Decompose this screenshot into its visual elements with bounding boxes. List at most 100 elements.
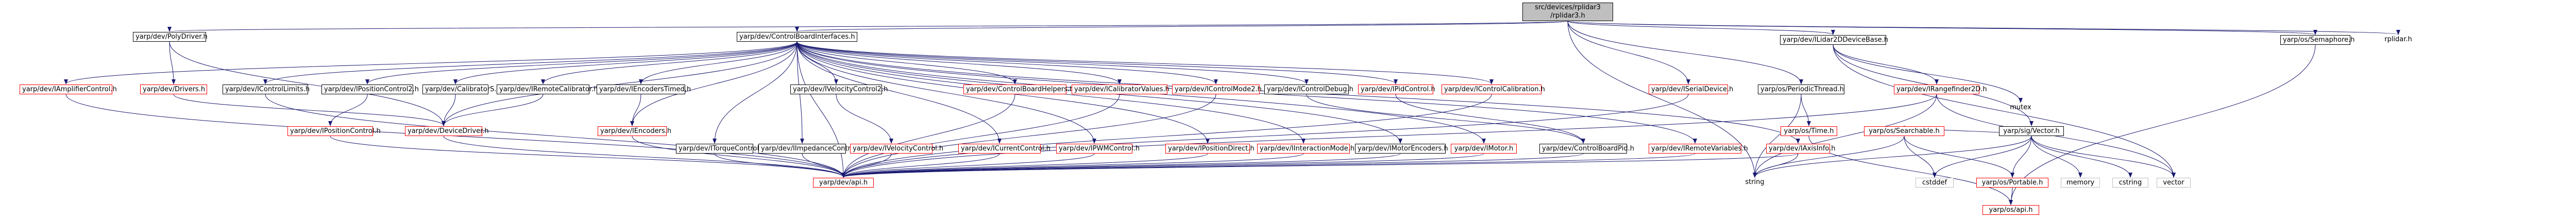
edge-imotor-vocab xyxy=(841,153,1484,178)
node-lidar2[interactable]: yarp/dev/ILidar2DDeviceBase.h xyxy=(1780,35,1888,45)
node-string[interactable]: string xyxy=(1745,178,1765,186)
node-motorenc[interactable]: yarp/dev/IMotorEncoders.h xyxy=(1355,144,1448,154)
node-vector[interactable]: vector xyxy=(2157,178,2191,188)
edge-controllimits-vocab xyxy=(265,94,845,178)
node-calibrator[interactable]: yarp/dev/CalibratorS.h xyxy=(422,85,501,94)
node-memory[interactable]: memory xyxy=(2061,178,2100,188)
root-label-line1: src/devices/rplidar3 xyxy=(1535,4,1601,11)
edge-sigvector-cstddef xyxy=(1933,136,2032,178)
node-current[interactable]: yarp/dev/ICurrentControl.h xyxy=(958,144,1050,154)
edge-motorenc-vocab xyxy=(841,153,1401,178)
edge-root-string xyxy=(1567,21,1757,178)
node-ctrlcalib[interactable]: yarp/dev/IControlCalibration.h xyxy=(1442,85,1545,94)
edge-cbpid-vocab xyxy=(841,153,1584,178)
node-intmode[interactable]: yarp/dev/IInteractionMode.h xyxy=(1257,144,1354,154)
node-periodic[interactable]: yarp/os/PeriodicThread.h xyxy=(1758,85,1844,94)
node-velcontrol[interactable]: yarp/dev/IVelocityControl.h xyxy=(850,144,943,154)
edge-searchable-string xyxy=(1753,136,1905,178)
edge-cbi-iencoders xyxy=(630,41,798,126)
edge-idrivers-devicedriver xyxy=(173,94,446,126)
node-cbi[interactable]: yarp/dev/ControlBoardInterfaces.h xyxy=(737,32,857,42)
node-devicedriver[interactable]: yarp/dev/DeviceDriver.h xyxy=(405,126,489,136)
node-iencoders[interactable]: yarp/dev/IEncoders.h xyxy=(598,126,671,136)
node-ctrlmode2[interactable]: yarp/dev/IControlMode2.h xyxy=(1172,85,1262,94)
edge-cbi-pidctrl xyxy=(796,41,1398,85)
node-ctrldebug[interactable]: yarp/dev/IControlDebug.h xyxy=(1264,85,1353,94)
node-cstddef[interactable]: cstddef xyxy=(1916,178,1954,188)
node-pwm[interactable]: yarp/dev/IPWMControl.h xyxy=(1056,144,1140,154)
node-posdirect[interactable]: yarp/dev/IPositionDirect.h xyxy=(1165,144,1255,154)
edge-lidar2-range2d xyxy=(1833,44,1939,85)
edge-poscontrol-vocab xyxy=(330,136,845,178)
edge-current-vocab xyxy=(841,153,1000,178)
edge-periodic-string xyxy=(1753,94,1802,178)
edge-cbi-enctimed xyxy=(639,41,798,85)
node-axisinfo[interactable]: yarp/dev/IAxisInfo.h xyxy=(1766,144,1836,154)
node-searchable[interactable]: yarp/os/Searchable.h xyxy=(1864,126,1944,136)
edge-iencoders-vocab xyxy=(632,136,845,178)
node-pidctrl[interactable]: yarp/dev/IPidControl.h xyxy=(1358,85,1435,94)
edge-sigvector-string xyxy=(1753,136,2032,178)
node-calvalues[interactable]: yarp/dev/ICalibratorValues.h xyxy=(1072,85,1170,94)
node-polydriver[interactable]: yarp/dev/PolyDriver.h xyxy=(133,32,208,42)
edge-polydriver-devicedriver xyxy=(169,41,446,126)
node-root[interactable]: src/devices/rplidar3 /rplidar3.h xyxy=(1522,3,1613,21)
node-impedance[interactable]: yarp/dev/IImpedanceControl.h xyxy=(758,144,863,154)
node-torque[interactable]: yarp/dev/ITorqueControl.h xyxy=(676,144,765,154)
node-idrivers[interactable]: yarp/dev/Drivers.h xyxy=(140,85,207,94)
edge-cbi-amplifier xyxy=(64,41,798,85)
node-ostime[interactable]: yarp/os/Time.h xyxy=(1781,126,1837,136)
edge-cbi-remotecal xyxy=(541,41,798,85)
edge-searchable-portable xyxy=(1904,136,2014,178)
edge-cbi-cbhelpers xyxy=(796,41,1017,85)
node-cbpid[interactable]: yarp/dev/ControlBoardPid.h xyxy=(1539,144,1634,154)
edge-calvalues-vocab xyxy=(841,94,1120,178)
node-vocab[interactable]: yarp/dev/api.h xyxy=(813,178,874,188)
node-cstring[interactable]: cstring xyxy=(2112,178,2148,188)
node-portable[interactable]: yarp/os/Portable.h xyxy=(1976,178,2048,188)
edge-posdirect-vocab xyxy=(841,153,1208,178)
node-rplidar[interactable]: rplidar.h xyxy=(2384,36,2412,43)
node-sigvector[interactable]: yarp/sig/Vector.h xyxy=(1999,126,2064,136)
edge-searchable-cstddef xyxy=(1904,136,1937,178)
edge-axisinfo-vocab xyxy=(841,153,1799,178)
edge-remotecal-devicedriver xyxy=(442,94,544,126)
node-remotecal[interactable]: yarp/dev/IRemoteCalibrator.h xyxy=(497,85,598,94)
edge-cbi-calibrator xyxy=(453,41,798,85)
edge-ostime-osapi xyxy=(1808,136,2013,205)
node-amplifier[interactable]: yarp/dev/IAmplifierControl.h xyxy=(20,85,117,94)
edge-intmode-vocab xyxy=(841,153,1304,178)
edge-cbi-vocab xyxy=(796,41,845,178)
node-remotevars[interactable]: yarp/dev/IRemoteVariables.h xyxy=(1649,144,1748,154)
edge-serial-vocab xyxy=(841,94,1689,178)
edge-cbi-posctrl2 xyxy=(365,41,798,85)
edge-range2d-string xyxy=(1753,94,1937,178)
node-cbhelpers[interactable]: yarp/dev/ControlBoardHelpers.h xyxy=(963,85,1074,94)
node-poscontrol[interactable]: yarp/dev/IPositionControl.h xyxy=(287,126,381,136)
edge-pidctrl-cbpid xyxy=(1395,94,1585,144)
node-serial[interactable]: yarp/dev/ISerialDevice.h xyxy=(1649,85,1733,94)
edge-cbi-ctrlcalib xyxy=(796,41,1494,85)
node-posctrl2[interactable]: yarp/dev/IPositionControl2.h xyxy=(321,85,419,94)
edge-portable-osapi xyxy=(2009,187,2013,205)
edge-cbi-pwm xyxy=(796,41,1096,144)
node-imotor[interactable]: yarp/dev/IMotor.h xyxy=(1451,144,1517,154)
edge-pwm-vocab xyxy=(841,153,1095,178)
node-enctimed[interactable]: yarp/dev/IEncodersTimed.h xyxy=(597,85,691,94)
node-semaphore[interactable]: yarp/os/Semaphore.h xyxy=(2280,35,2355,45)
node-controllimits[interactable]: yarp/dev/IControlLimits.h xyxy=(223,85,310,94)
edge-ctrldebug-cbpid xyxy=(1306,94,1585,144)
edge-enctimed-iencoders xyxy=(630,94,641,126)
edge-ctrlmode2-vocab xyxy=(841,94,1216,178)
edge-velctrl2-velcontrol xyxy=(836,94,893,144)
root-label-line2: /rplidar3.h xyxy=(1550,12,1585,20)
node-range2d[interactable]: yarp/dev/IRangefinder2D.h xyxy=(1894,85,1987,94)
edge-sigvector-cstring xyxy=(2031,136,2132,178)
edge-cbi-current xyxy=(796,41,1002,144)
edge-cbi-torque xyxy=(713,41,798,144)
node-velctrl2[interactable]: yarp/dev/IVelocityControl2.h xyxy=(790,85,888,94)
node-osapi[interactable]: yarp/os/api.h xyxy=(1982,205,2039,215)
edge-semaphore-osapi xyxy=(2009,44,2316,205)
node-mutex[interactable]: mutex xyxy=(2010,104,2031,111)
